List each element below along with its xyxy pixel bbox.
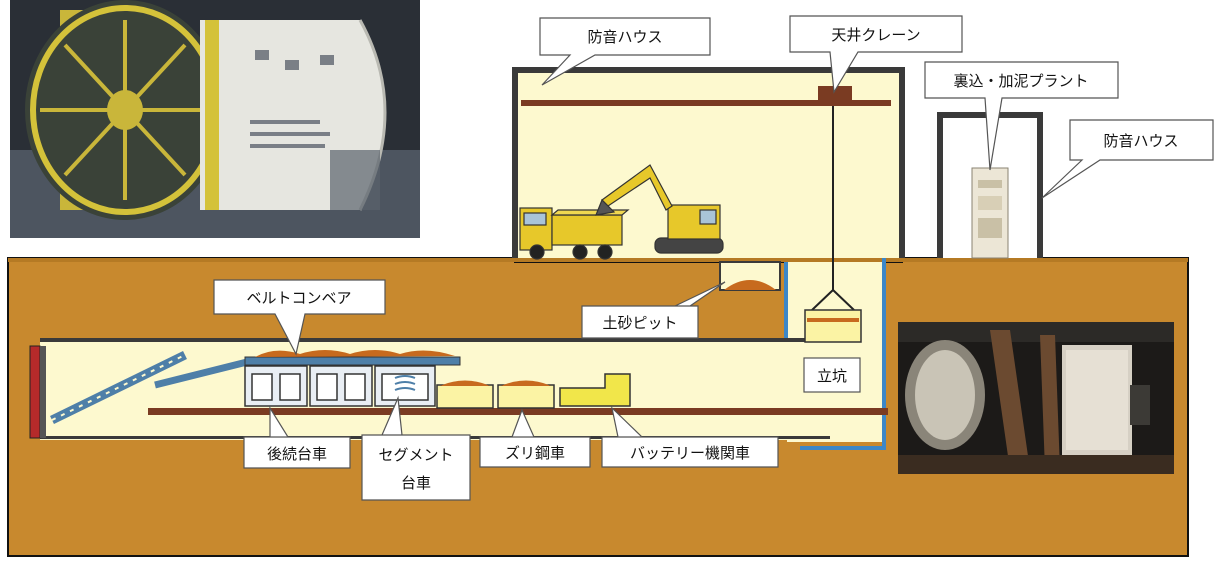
svg-text:天井クレーン: 天井クレーン [831,26,920,44]
callout-soundproof-house-right: 防音ハウス [1041,119,1214,199]
callout-soil-pit: 土砂ピット [581,281,726,339]
backup-trolleys [244,365,436,407]
svg-text:台車: 台車 [401,474,431,492]
svg-text:ズリ鋼車: ズリ鋼車 [505,444,565,462]
crane-trolley [818,86,852,100]
belt-conveyor-muck [255,350,455,357]
muck-cars [436,380,555,409]
callout-soundproof-house-main: 防音ハウス [539,17,711,86]
callout-segment-trolley: セグメント 台車 [361,395,471,501]
svg-text:土砂ピット: 土砂ピット [602,314,677,332]
backfill-plant-unit [971,167,1009,259]
crane-bucket [804,309,862,343]
crane-bucket-hook [811,289,855,311]
battery-locomotive [559,373,631,407]
excavator [595,164,724,254]
svg-text:後続台車: 後続台車 [267,445,327,463]
shaft-liner-right [800,258,886,450]
svg-text:立坑: 立坑 [817,367,847,385]
callout-muck-car: ズリ鋼車 [479,408,591,468]
ground-surface-strip [8,258,1188,262]
callout-belt-conveyor: ベルトコンベア [213,279,386,356]
crane-girder [521,100,891,106]
svg-text:防音ハウス: 防音ハウス [1103,132,1178,150]
soil-pit-muck [724,280,776,290]
cutter-face-back [40,346,46,438]
callout-overhead-crane: 天井クレーン [789,15,963,94]
callout-battery-locomotive: バッテリー機関車 [601,406,779,468]
segment-stack [394,375,416,391]
tunnel-roof-line [40,338,830,342]
svg-text:ベルトコンベア: ベルトコンベア [246,289,351,307]
dump-truck [519,207,630,260]
callout-backup-trolley: 後続台車 [243,405,351,469]
callout-shaft: 立坑 [803,357,861,393]
inclined-conveyor-teeth [51,354,186,421]
tunnel-rail [148,408,888,415]
tunnel-interior-photo [898,322,1174,474]
tbm-machine-photo [10,0,420,238]
belt-conveyor-body [244,356,461,366]
callout-backfill-plant: 裏込・加泥プラント [924,61,1119,171]
crane-bucket-muck [807,318,859,322]
svg-text:防音ハウス: 防音ハウス [587,28,662,46]
cutter-face [29,345,41,439]
svg-text:裏込・加泥プラント: 裏込・加泥プラント [953,72,1088,90]
svg-text:セグメント: セグメント [378,446,453,464]
svg-text:バッテリー機関車: バッテリー機関車 [630,444,750,462]
